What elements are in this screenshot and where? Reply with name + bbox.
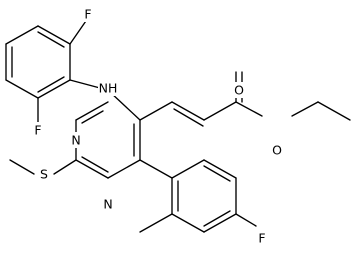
bond-double-inner [37,31,65,48]
bond [5,25,39,45]
difluorophenyl-ring [5,17,101,123]
bond-double-inner [81,110,104,124]
bond-ethyl [317,101,351,121]
pyrimidine-ring [9,91,141,179]
atom-label-f: F [34,123,41,138]
bond [203,159,237,179]
bond [37,79,71,99]
bond-double-inner [203,165,231,182]
bond [109,91,141,121]
bond-methyl [139,213,173,233]
bond-double-inner [37,76,65,93]
bond [171,101,205,121]
bond-double-inner [81,156,109,173]
fluoromethylphenyl-ring [139,159,257,233]
bond [139,101,173,121]
bond [107,159,141,179]
atom-label-f: F [84,7,91,22]
atom-labels: F F NH N N S O O F [32,6,284,246]
atom-label-n: N [103,197,112,212]
bond-c-f [69,17,89,45]
bond-double-inner [173,108,204,127]
bond-o-ethyl [291,101,319,117]
atom-label-f: F [258,231,265,246]
atom-label-o: O [272,143,282,158]
bond-c-o [235,101,263,117]
bond [203,101,237,121]
bond-double-inner [203,210,231,227]
bond [171,159,205,179]
atom-label-nh: NH [99,81,118,96]
bond [75,101,109,121]
bond [5,79,39,99]
bond-c-f [235,213,257,227]
bond-ring-link [139,159,173,179]
bond-c-s [53,159,77,175]
atom-label-o: O [234,83,244,98]
bond [171,213,205,233]
atom-label-s: S [40,167,48,182]
atom-label-n: N [71,133,80,148]
acrylate-chain [139,71,351,127]
bond [75,159,109,179]
bond-c-n [69,79,101,89]
bond [203,213,237,233]
bond-s-methyl [9,159,35,175]
bond [37,25,71,45]
